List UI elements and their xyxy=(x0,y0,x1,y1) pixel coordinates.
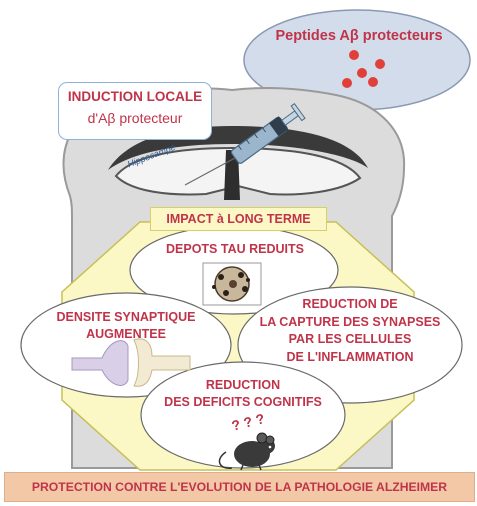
peptide-dot xyxy=(357,68,367,78)
impact-banner: IMPACT à LONG TERME xyxy=(150,207,327,231)
induction-title: INDUCTION LOCALE xyxy=(67,89,203,104)
midline xyxy=(224,150,240,200)
induction-box xyxy=(58,82,212,140)
capture-line-4: DE L'INFLAMMATION xyxy=(286,349,414,364)
bubble-cognitive xyxy=(140,361,346,469)
synapse-presynaptic-icon xyxy=(71,340,129,386)
peptides-label: Peptides Aβ protecteurs xyxy=(275,28,443,44)
peptide-dot xyxy=(342,78,352,88)
tau-deposit-image xyxy=(202,262,262,306)
mouse-icon xyxy=(218,432,275,471)
peptide-dot xyxy=(349,50,359,60)
capture-title: REDUCTION DE LA CAPTURE DES SYNAPSES PAR… xyxy=(252,296,448,366)
peptide-dot xyxy=(368,77,378,87)
syringe-icon xyxy=(184,102,306,186)
capture-line-1: REDUCTION DE xyxy=(302,297,398,311)
synaptic-line-2: AUGMENTEE xyxy=(86,327,166,341)
synapse-postsynaptic-icon xyxy=(133,338,191,387)
cognitive-line-2: DES DEFICITS COGNITIFS xyxy=(164,395,322,409)
cognitive-title: REDUCTION DES DEFICITS COGNITIFS xyxy=(158,377,328,411)
capture-line-3: PAR LES CELLULES xyxy=(288,332,412,346)
synaptic-line-1: DENSITE SYNAPTIQUE xyxy=(56,310,196,324)
cognitive-line-1: REDUCTION xyxy=(205,378,281,392)
peptide-dot xyxy=(375,59,385,69)
capture-line-2: LA CAPTURE DES SYNAPSES xyxy=(259,314,441,329)
induction-subtitle: d'Aβ protecteur xyxy=(87,110,183,126)
peptide-dots xyxy=(342,50,385,88)
tau-title: DEPOTS TAU REDUITS xyxy=(166,242,304,256)
footer-banner: PROTECTION CONTRE L'EVOLUTION DE LA PATH… xyxy=(4,472,475,502)
synaptic-title: DENSITE SYNAPTIQUE AUGMENTEE xyxy=(40,309,212,343)
